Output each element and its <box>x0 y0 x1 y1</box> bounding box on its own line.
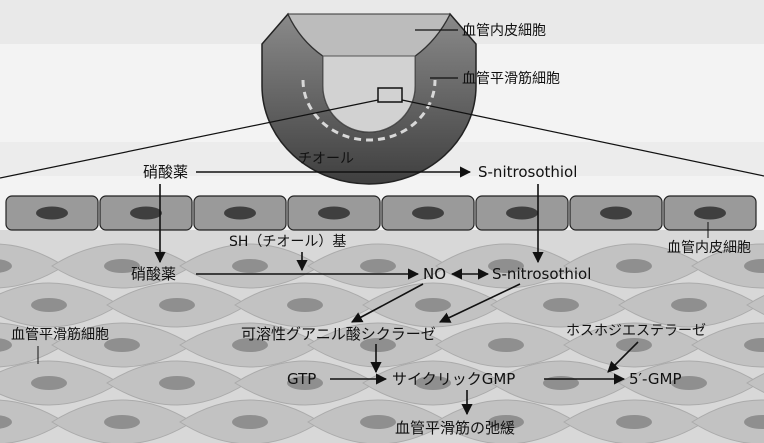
endothelial-nucleus <box>412 207 444 220</box>
relaxation-label: 血管平滑筋の弛緩 <box>395 419 515 437</box>
smooth-muscle-nucleus <box>543 298 579 312</box>
top-drug-label: 硝酸薬 <box>143 163 188 181</box>
smooth-muscle-nucleus <box>488 338 524 352</box>
smooth-muscle-nucleus <box>287 298 323 312</box>
endothelial-nucleus <box>600 207 632 220</box>
smooth-muscle-nucleus <box>104 415 140 429</box>
smooth-muscle-nucleus <box>616 415 652 429</box>
tissue-endothelium-label: 血管内皮細胞 <box>667 240 751 256</box>
vessel-smooth-muscle-label: 血管平滑筋細胞 <box>462 70 560 87</box>
smooth-muscle-nucleus <box>159 298 195 312</box>
inner-snitrosothiol-label: S-nitrosothiol <box>492 265 591 283</box>
smooth-muscle-nucleus <box>616 259 652 273</box>
smooth-muscle-nucleus <box>543 376 579 390</box>
tissue-smooth-muscle-label: 血管平滑筋細胞 <box>11 326 109 343</box>
endothelial-nucleus <box>694 207 726 220</box>
no-label: NO <box>423 265 446 283</box>
endothelial-nucleus <box>224 207 256 220</box>
smooth-muscle-nucleus <box>415 298 451 312</box>
cgmp-label: サイクリックGMP <box>392 370 515 388</box>
top-thiol-label: チオール <box>298 151 354 167</box>
gtp-label: GTP <box>287 370 316 388</box>
smooth-muscle-nucleus <box>360 259 396 273</box>
5gmp-label: 5′-GMP <box>629 370 682 388</box>
sh-group-label: SH（チオール）基 <box>229 233 346 250</box>
smooth-muscle-nucleus <box>31 298 67 312</box>
top-snitrosothiol-label: S-nitrosothiol <box>478 163 577 181</box>
smooth-muscle-nucleus <box>232 415 268 429</box>
endothelial-nucleus <box>130 207 162 220</box>
smooth-muscle-nucleus <box>104 338 140 352</box>
vessel-endothelium-label: 血管内皮細胞 <box>462 23 546 39</box>
endothelial-nucleus <box>318 207 350 220</box>
smooth-muscle-nucleus <box>159 376 195 390</box>
pde-label: ホスホジエステラーゼ <box>566 323 706 339</box>
endothelial-cell-layer <box>6 196 756 230</box>
sgc-label: 可溶性グアニル酸シクラーゼ <box>241 325 436 343</box>
smooth-muscle-nucleus <box>671 298 707 312</box>
smooth-muscle-nucleus <box>232 259 268 273</box>
smooth-muscle-nucleus <box>31 376 67 390</box>
smooth-muscle-nucleus <box>360 415 396 429</box>
endothelial-nucleus <box>36 207 68 220</box>
endothelial-nucleus <box>506 207 538 220</box>
inner-drug-label: 硝酸薬 <box>131 265 176 283</box>
